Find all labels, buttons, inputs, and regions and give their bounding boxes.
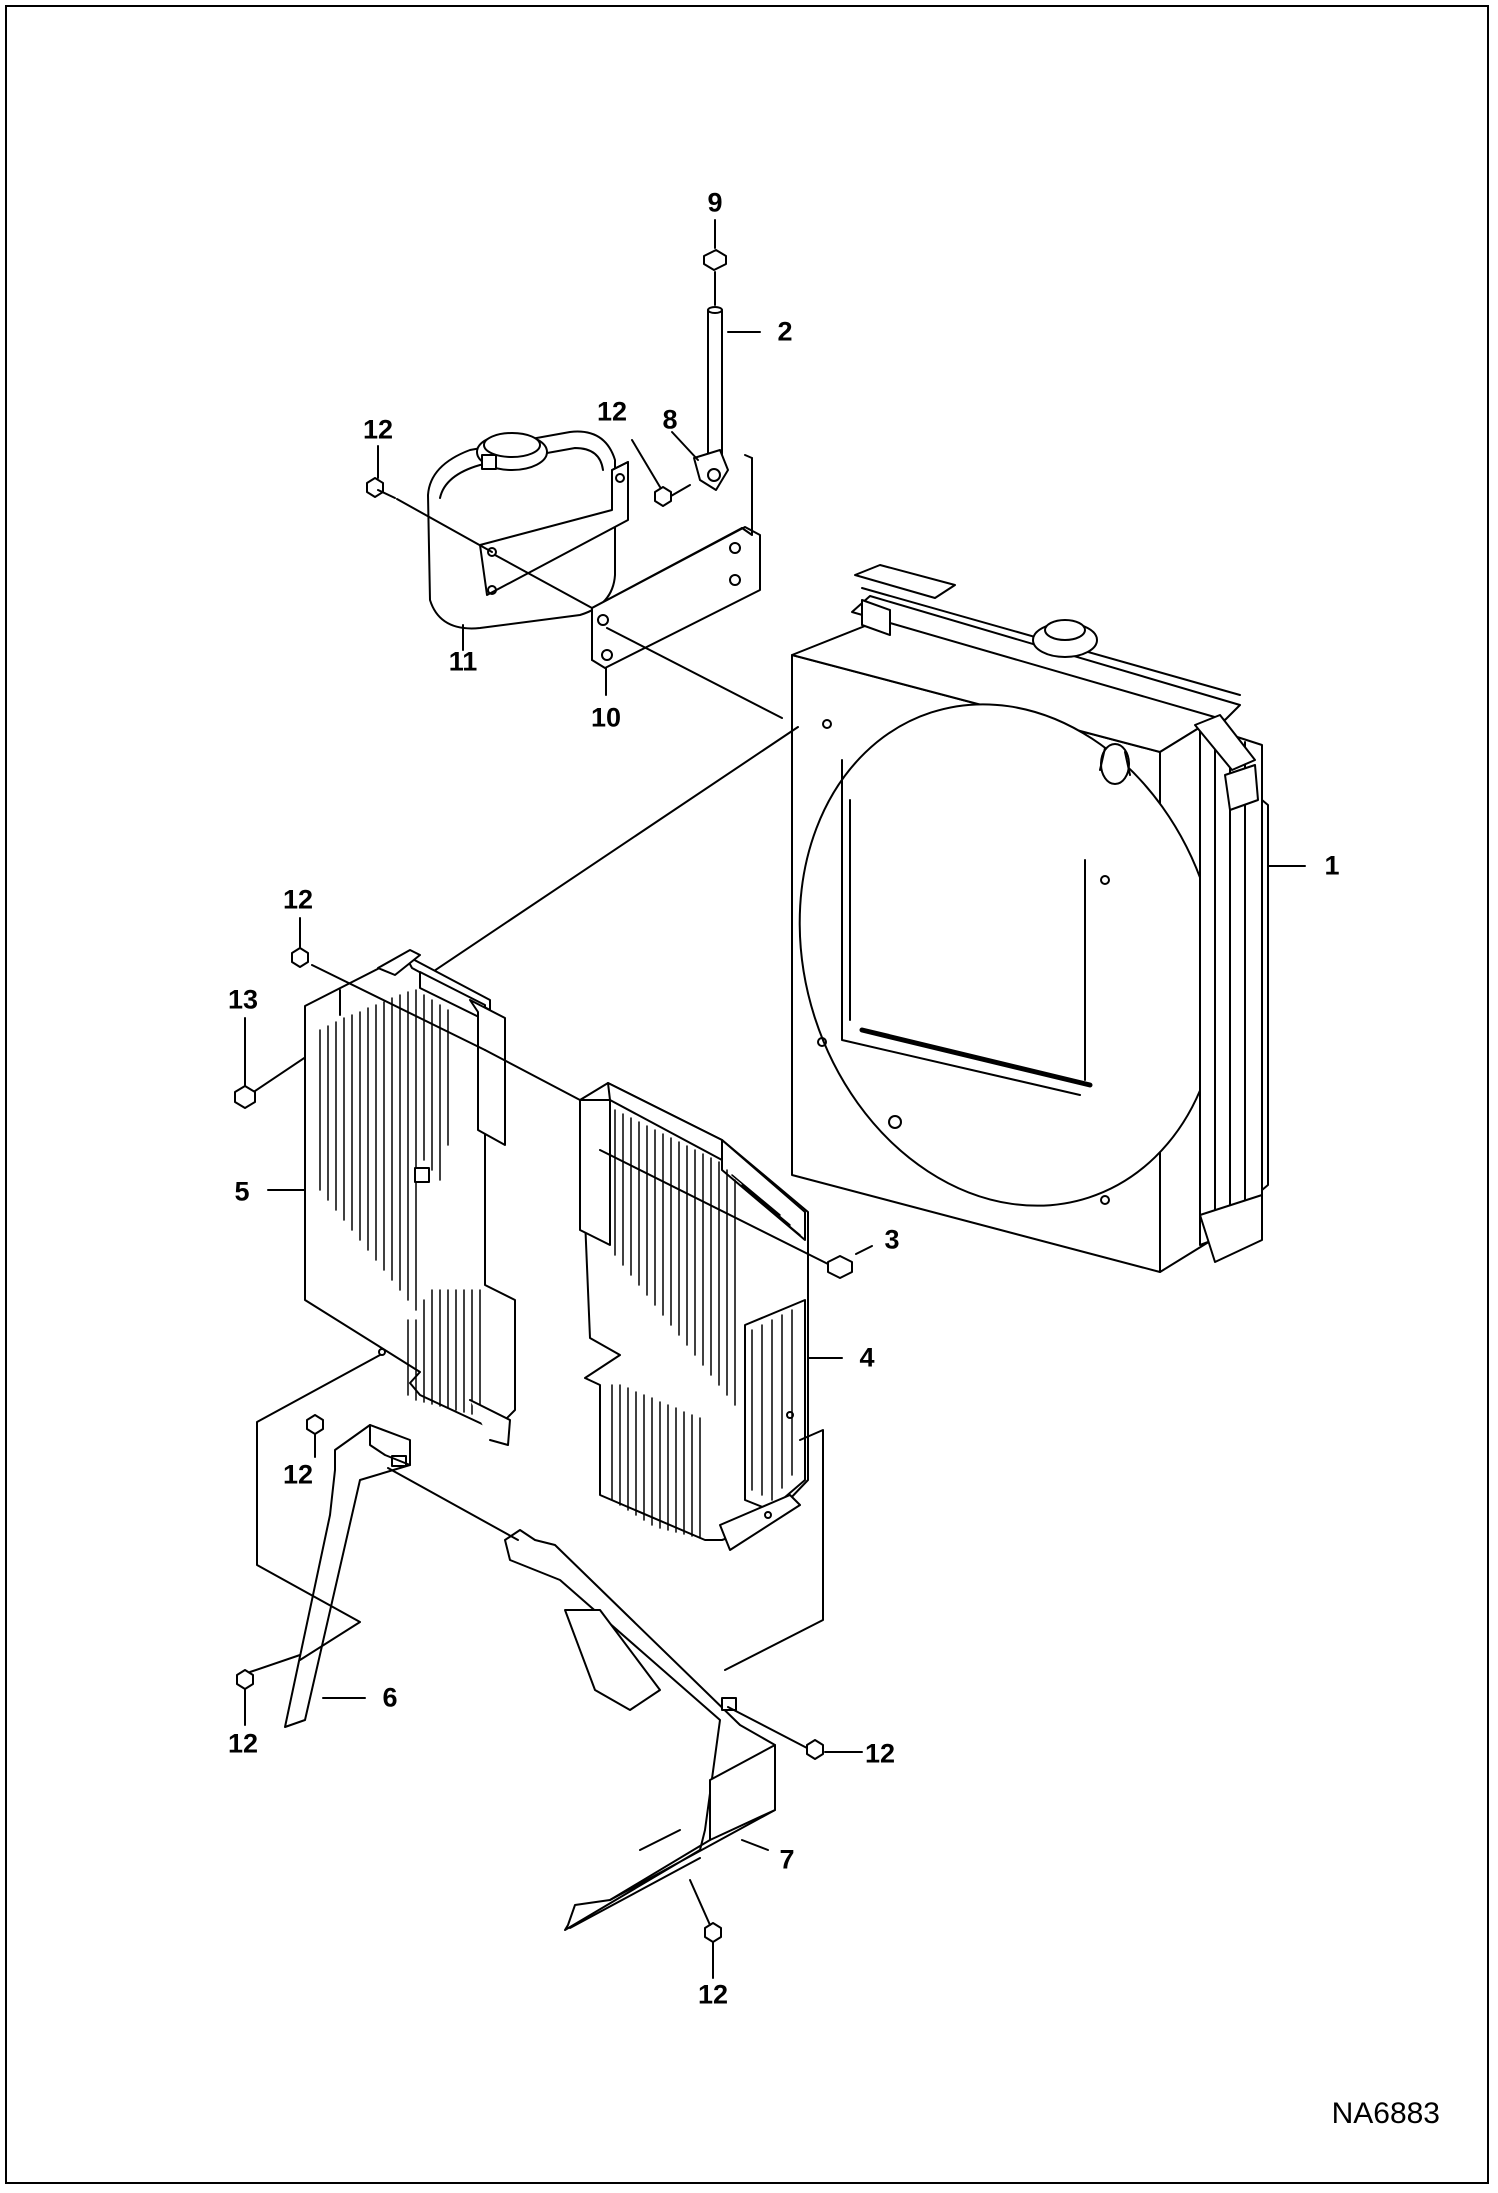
callout-12-screen: 12 <box>282 884 314 915</box>
callout-12-tank: 12 <box>362 414 394 445</box>
bolt <box>366 477 396 499</box>
callout-8: 8 <box>662 404 678 435</box>
callout-12-shroud-bottom: 12 <box>697 1979 729 2010</box>
callout-12-bracket-bottom: 12 <box>227 1728 259 1759</box>
bolt <box>236 1669 254 1690</box>
callout-9: 9 <box>707 187 723 218</box>
callout-12-bracket-top: 12 <box>282 1459 314 1490</box>
callout-3: 3 <box>884 1224 900 1255</box>
clamp <box>693 449 729 491</box>
bolt <box>306 1414 324 1435</box>
callout-12-shroud-right: 12 <box>864 1738 896 1769</box>
bolt <box>827 1255 853 1279</box>
left-bracket <box>284 1424 411 1728</box>
bolt <box>291 947 309 968</box>
rod <box>707 306 723 471</box>
mount-plate <box>591 457 761 669</box>
callout-5: 5 <box>234 1176 250 1207</box>
bolt <box>704 1922 722 1943</box>
right-screen <box>579 1082 809 1551</box>
bolt <box>806 1739 824 1760</box>
callout-10: 10 <box>590 702 622 733</box>
leader-8 <box>671 431 699 461</box>
callout-1: 1 <box>1324 850 1340 881</box>
callout-6: 6 <box>382 1682 398 1713</box>
nut <box>703 249 727 271</box>
radiator <box>791 564 1269 1273</box>
leader-7 <box>741 1839 769 1851</box>
callout-11: 11 <box>448 646 478 677</box>
leader-3 <box>855 1245 873 1255</box>
callout-12-clamp: 12 <box>596 396 628 427</box>
drawing-border <box>5 5 1489 2184</box>
figure-id: NA6883 <box>1331 2097 1440 2130</box>
callout-2: 2 <box>777 316 793 347</box>
lower-shroud <box>504 1529 776 1931</box>
overflow-tank <box>427 430 629 630</box>
left-screen <box>304 949 516 1446</box>
callout-7: 7 <box>779 1844 795 1875</box>
bolt <box>654 484 691 507</box>
callout-4: 4 <box>859 1342 875 1373</box>
bolt <box>234 1085 256 1109</box>
callout-13: 13 <box>227 984 259 1015</box>
